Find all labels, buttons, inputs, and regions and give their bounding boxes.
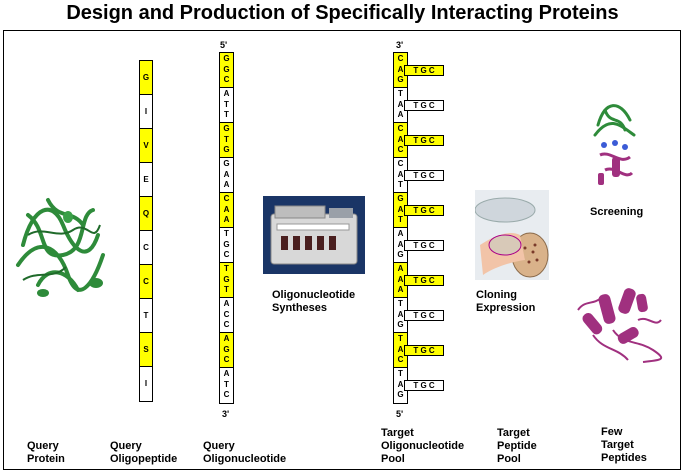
oligopeptide-residue: E (140, 163, 152, 197)
query-oligo-codon: A C C (220, 298, 233, 333)
few-target-peptides-label: Few Target Peptides (601, 426, 647, 464)
target-pool-label: Target Oligonucleotide Pool (381, 427, 465, 465)
oligopeptide-residue: V (140, 129, 152, 163)
tgc-box: T G C (404, 309, 444, 321)
tgc-box: T G C (404, 134, 444, 146)
query-oligo-codon: C A A (220, 193, 233, 228)
target-pool-codon: C A C (394, 123, 407, 158)
target-pool-codon: G A T (394, 193, 407, 228)
target-pool-codon: T A C (394, 333, 407, 368)
query-oligo-codon: A T C (220, 368, 233, 403)
query-oligo-codon-text: A T C (223, 369, 230, 399)
screening-complex-image (593, 104, 636, 185)
target-pool-codon-text: A A A (397, 264, 404, 294)
oligopeptide-residue: C (140, 265, 152, 299)
query-oligo-3-label: 3' (222, 409, 230, 419)
tgc-box: T G C (404, 169, 444, 181)
tgc-box: T G C (404, 239, 444, 251)
tgc-box: T G C (404, 274, 444, 286)
target-pool-codon: T A G (394, 368, 407, 403)
query-oligo-codon-text: C A A (223, 194, 230, 224)
query-oligonucleotide-label: Query Oligonucleotide (203, 440, 287, 465)
query-oligo-codon-text: T G T (223, 264, 230, 294)
target-peptide-pool-label: Target Peptide Pool (497, 427, 537, 465)
oligopeptide-residue: I (140, 95, 152, 129)
tgc-box: T G C (404, 204, 444, 216)
target-pool-codon: C A G (394, 53, 407, 88)
target-pool-codon-text: G A T (397, 194, 404, 224)
synthesizer-image (263, 196, 365, 274)
oligopeptide-residue: T (140, 299, 152, 333)
target-pool-codon-text: T A C (397, 334, 404, 364)
target-pool-codon-text: T A A (397, 89, 404, 119)
query-oligo-codon-text: G A A (223, 159, 230, 189)
cloning-image (475, 190, 549, 280)
query-oligonucleotide-strip: G G C A T T G T G G A A C A A T G C T G T A C C… (219, 52, 234, 404)
target-pool-codon-text: A A G (397, 229, 404, 259)
oligopeptide-residue: C (140, 231, 152, 265)
query-oligo-codon: T G T (220, 263, 233, 298)
oligopeptide-residue: S (140, 333, 152, 367)
query-oligo-codon: A G C (220, 333, 233, 368)
query-oligo-codon-text: G G C (223, 54, 230, 84)
tgc-box: T G C (404, 344, 444, 356)
query-oligo-codon: G T G (220, 123, 233, 158)
oligopeptide-residue: G (140, 61, 152, 95)
oligopeptide-residue: Q (140, 197, 152, 231)
query-oligopeptide-label: Query Oligopeptide (110, 440, 178, 465)
query-protein-label: Query Protein (27, 440, 65, 465)
tgc-box: T G C (404, 379, 444, 391)
target-pool-codon: A A A (394, 263, 407, 298)
page-title: Design and Production of Specifically In… (66, 2, 619, 24)
screening-label: Screening (590, 206, 644, 218)
diagram-frame (3, 30, 681, 470)
target-pool-3-label: 3' (396, 40, 404, 50)
oligopeptide-residue: I (144, 379, 148, 388)
target-pool-codon-text: T A G (397, 369, 404, 399)
target-pool-codon-text: C A G (397, 54, 404, 84)
target-pool-codon-text: C A T (397, 159, 404, 189)
target-pool-codon-text: T A G (397, 299, 404, 329)
target-pool-codon: A A G (394, 228, 407, 263)
target-pool-5-label: 5' (396, 409, 404, 419)
target-peptide-image (577, 288, 663, 363)
target-pool-codon: T A A (394, 88, 407, 123)
query-oligo-codon: A T T (220, 88, 233, 123)
query-oligo-codon: G G C (220, 53, 233, 88)
query-oligo-codon-text: A G C (223, 334, 230, 364)
target-pool-codon: T A G (394, 298, 407, 333)
target-pool-codon: C A T (394, 158, 407, 193)
tgc-box: T G C (404, 64, 444, 76)
synthesis-label: Oligonucleotide Syntheses (272, 289, 356, 314)
query-oligo-5-label: 5' (220, 40, 228, 50)
query-oligo-codon-text: T G C (223, 229, 230, 259)
tgc-box: T G C (404, 99, 444, 111)
query-oligo-codon: G A A (220, 158, 233, 193)
cloning-label: Cloning Expression (476, 289, 536, 314)
query-oligo-codon-text: A C C (223, 299, 230, 329)
query-oligo-codon-text: A T T (223, 89, 230, 119)
query-protein-image (16, 198, 105, 297)
target-pool-codon-text: C A C (397, 124, 404, 154)
query-oligo-codon-text: G T G (223, 124, 230, 154)
query-oligo-codon: T G C (220, 228, 233, 263)
